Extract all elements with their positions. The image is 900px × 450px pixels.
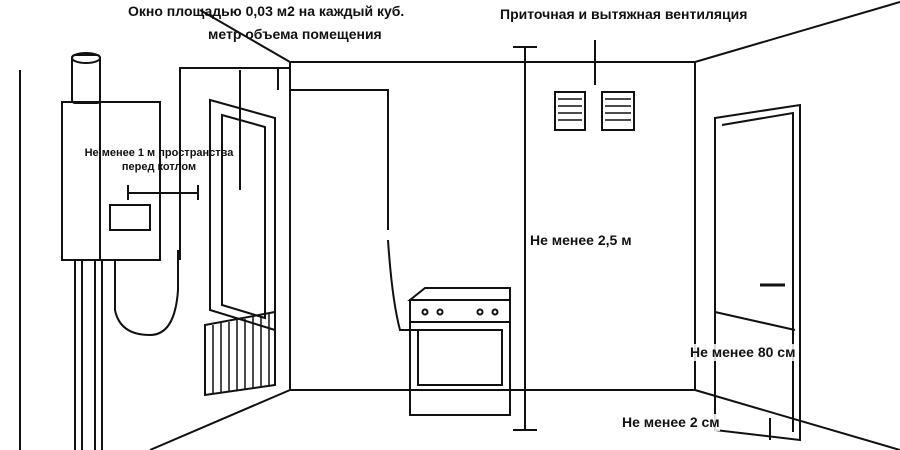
door-gap-label: Не менее 2 см <box>622 414 720 431</box>
ventilation-label: Приточная и вытяжная вентиляция <box>500 6 748 22</box>
boiler-space-line2: перед котлом <box>121 161 197 173</box>
ventilation-grilles <box>554 40 635 131</box>
gas-stove <box>407 287 511 416</box>
dimension-lines <box>127 46 796 440</box>
door-width-label: Не менее 80 см <box>690 344 796 361</box>
gas-pipe <box>179 67 430 331</box>
gas-boiler <box>61 52 179 450</box>
window <box>209 98 276 332</box>
door <box>714 103 801 442</box>
room-walls <box>19 1 900 450</box>
window-area-label-2: метр объема помещения <box>208 26 382 42</box>
boiler-space-line1: Не менее 1 м пространства <box>84 147 234 159</box>
radiator <box>204 310 276 397</box>
ceiling-height-label: Не менее 2,5 м <box>530 232 632 249</box>
boiler-space-label: Не менее 1 м пространства перед котлом <box>74 146 244 174</box>
window-area-label: Окно площадью 0,03 м2 на каждый куб. <box>128 3 405 19</box>
